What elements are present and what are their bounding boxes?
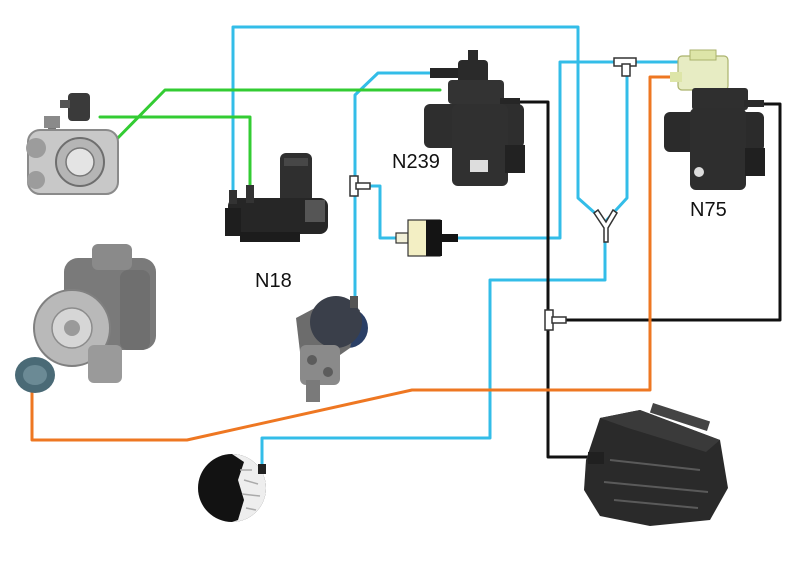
n18-valve-icon bbox=[225, 153, 328, 242]
vacuum-pump-icon bbox=[296, 296, 368, 402]
atm-line-n239 bbox=[513, 100, 602, 459]
air-filter-box-icon bbox=[584, 402, 728, 526]
boost-line bbox=[30, 75, 692, 442]
n18-label: N18 bbox=[255, 270, 292, 292]
egr-line-lower bbox=[98, 115, 252, 194]
egr-valve-icon bbox=[26, 93, 119, 195]
vacuum-reservoir-icon bbox=[198, 454, 266, 522]
vacuum-line-reservoir bbox=[260, 230, 607, 472]
y-fitting bbox=[592, 208, 618, 243]
tee-fitting-top bbox=[613, 57, 637, 77]
tee-fitting-pump bbox=[349, 175, 371, 197]
boost-lines bbox=[30, 75, 692, 442]
n239-valve-icon bbox=[424, 50, 525, 186]
n75-valve-icon bbox=[664, 49, 765, 190]
tee-fitting-atm bbox=[544, 309, 567, 331]
check-valve-icon bbox=[395, 219, 458, 257]
n239-label: N239 bbox=[392, 151, 440, 173]
egr-lines bbox=[98, 88, 442, 194]
atmosphere-lines bbox=[513, 100, 782, 459]
vacuum-line-tee-y bbox=[603, 60, 629, 224]
vacuum-line-check-right bbox=[453, 60, 619, 240]
n75-label: N75 bbox=[690, 199, 727, 221]
vacuum-line-n18-top bbox=[231, 25, 607, 224]
vacuum-line-tee-check bbox=[353, 184, 402, 240]
atm-line-n75 bbox=[546, 102, 782, 322]
egr-line-upper bbox=[106, 88, 442, 150]
turbocharger-icon bbox=[15, 244, 156, 393]
tee-fittings bbox=[349, 57, 637, 331]
